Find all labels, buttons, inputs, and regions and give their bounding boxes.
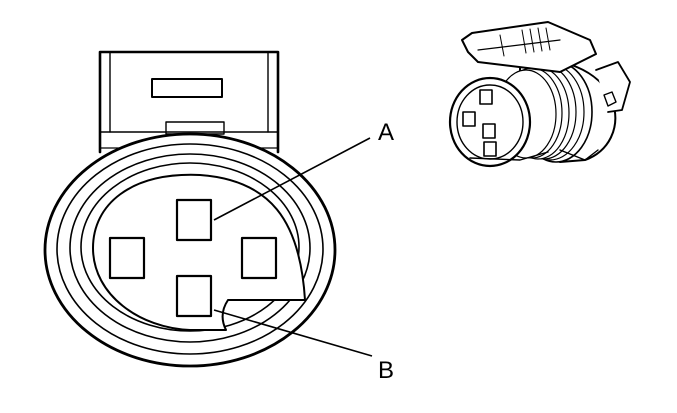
connector-perspective-view — [448, 21, 631, 168]
perspective-cavity-top — [479, 89, 493, 105]
perspective-cavity-center — [482, 123, 496, 139]
terminal-face — [92, 173, 306, 331]
housing-ring — [56, 143, 324, 355]
callout-lines — [213, 137, 373, 357]
locking-tab — [98, 50, 280, 154]
seal-ring-outer — [69, 153, 311, 343]
perspective-cavity-left — [462, 111, 476, 127]
tab-window — [151, 78, 223, 98]
terminal-cavity-right — [240, 236, 278, 280]
callout-line-a — [213, 137, 371, 221]
connector-front-view — [43, 50, 337, 368]
terminal-cavity-b — [175, 274, 213, 318]
terminal-cavity-left — [108, 236, 146, 280]
callout-label-b: B — [378, 357, 394, 384]
perspective-cavity-bottom — [483, 141, 497, 157]
terminal-cavity-a — [175, 198, 213, 242]
callout-label-a: A — [378, 119, 394, 146]
callout-line-b — [213, 309, 373, 357]
